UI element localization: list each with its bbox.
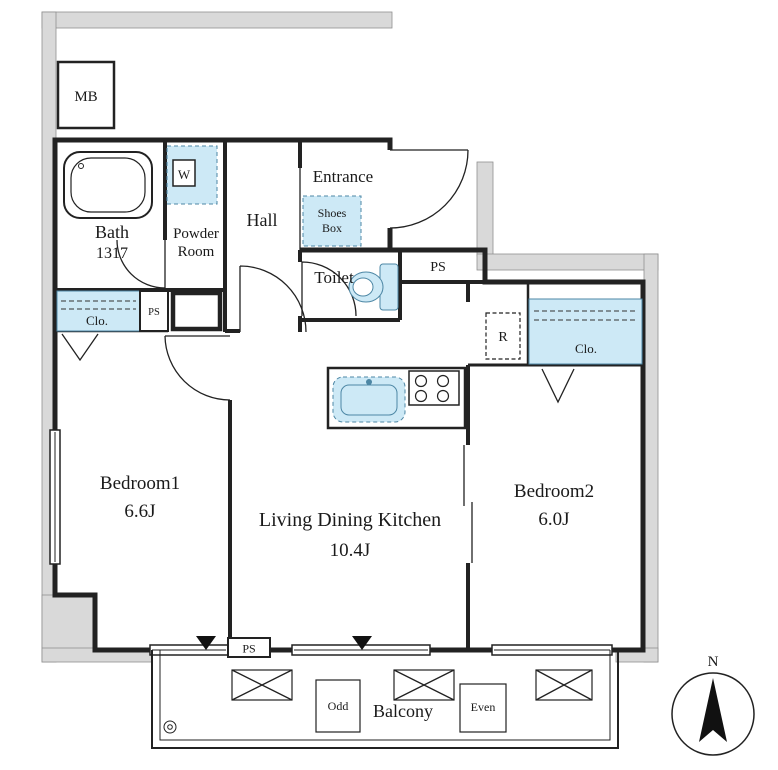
toilet-label: Toilet (314, 268, 354, 287)
balcony-label: Balcony (373, 701, 433, 721)
burner-1 (414, 374, 428, 388)
ac-box-2-cross (393, 669, 455, 701)
odd-floor-box: Odd (315, 679, 361, 733)
odd-box-outline (315, 679, 361, 733)
bedroom1-size-label: 6.6J (124, 501, 155, 522)
marker-triangle-right (352, 636, 372, 650)
faucet-icon (366, 379, 372, 385)
odd-box-label: Odd (328, 699, 349, 713)
balcony: Odd Even Balcony (151, 650, 619, 749)
stove-icon (408, 370, 460, 406)
bedroom1-door-swing (164, 335, 231, 401)
even-box-label: Even (471, 700, 496, 714)
balcony-railing-inner (159, 650, 611, 741)
closet-left-label: Clo. (86, 313, 108, 328)
doors (61, 149, 575, 563)
bedroom1-label: Bedroom1 (100, 473, 180, 494)
interior-walls (55, 140, 643, 650)
bathtub-icon (63, 151, 153, 219)
compass-needle-icon (699, 678, 727, 742)
ac-box-1-cross (231, 669, 293, 701)
washer-icon: W (166, 145, 218, 205)
entrance-door-opening (386, 150, 395, 228)
meter-box: MB (56, 60, 116, 130)
toilet-icon (348, 263, 399, 311)
pipe-space-bottom: PS (227, 637, 271, 658)
ldk-label: Living Dining Kitchen (259, 509, 441, 531)
ps-bottom-label: PS (242, 642, 255, 656)
powder-room-label-line2: Room (178, 244, 215, 260)
closet-right-outline (528, 298, 643, 365)
burner-4 (436, 389, 450, 403)
shoes-box-label-line1: Shoes (318, 206, 347, 220)
balcony-drain (163, 720, 177, 734)
closet-left-outline (56, 290, 141, 332)
closet-left-rail (61, 300, 136, 310)
compass: N (671, 654, 755, 756)
compass-north-label: N (708, 654, 719, 670)
windows (49, 429, 613, 656)
closet1-door-mark (61, 333, 99, 362)
meter-box-label: MB (74, 89, 97, 105)
ps-side-label: PS (148, 307, 160, 318)
kitchen-counter (326, 366, 467, 430)
duct-shaft (170, 290, 223, 332)
bath-label: Bath (95, 222, 129, 242)
exterior-band-right (643, 253, 659, 663)
bath-size-label: 1317 (96, 245, 128, 262)
sink-icon (332, 376, 406, 423)
closet-right-label: Clo. (575, 341, 597, 356)
washer-box (172, 159, 196, 187)
refrigerator-label: R (498, 330, 508, 345)
bathtub-outer (63, 151, 153, 219)
ac-unit-box-3 (535, 669, 593, 701)
closet2-door-mark (541, 368, 575, 404)
washer-label: W (178, 167, 191, 182)
shoes-box-outline (302, 195, 362, 247)
closet-right: Clo. (528, 298, 643, 365)
shoes-box: Shoes Box (302, 195, 362, 247)
exterior-band (41, 11, 659, 663)
exterior-band-topright-horizontal (476, 253, 659, 271)
ldk-size-label: 10.4J (330, 540, 371, 561)
entrance-label: Entrance (313, 167, 373, 186)
balcony-railing-outer (151, 650, 619, 749)
entrance-door-swing (389, 149, 469, 229)
burner-3 (414, 389, 428, 403)
shoes-box-label-line2: Box (322, 221, 342, 235)
room-labels: Bath 1317 Powder Room Hall Entrance Toil… (95, 167, 594, 561)
refrigerator-space: R (485, 312, 521, 360)
ac-box-3-cross (535, 669, 593, 701)
bath-door-swing (116, 239, 166, 289)
even-floor-box: Even (459, 683, 507, 733)
hall-label: Hall (247, 210, 278, 230)
hall-door-swing (239, 265, 307, 333)
pipe-space-side: PS (139, 290, 169, 332)
bathtub-inner (70, 157, 146, 213)
exterior-band-topright-vertical (476, 161, 494, 257)
closet-right-rail (534, 310, 637, 321)
meter-box-outline (56, 60, 116, 130)
ps-side-outline (139, 290, 169, 332)
ps-top-label: PS (430, 260, 446, 275)
refrigerator-outline (485, 312, 521, 360)
bedroom2-size-label: 6.0J (538, 509, 569, 530)
burner-2 (436, 374, 450, 388)
ps-bottom-outline (227, 637, 271, 658)
closet-left: Clo. (56, 290, 141, 332)
toilet-bowl-inner (352, 277, 374, 297)
bedroom2-sliding-door (463, 445, 473, 563)
powder-room-label-line1: Powder (173, 226, 219, 242)
bathtub-drain (78, 163, 84, 169)
balcony-drain-inner (167, 724, 173, 730)
ac-unit-box-1 (231, 669, 293, 701)
even-box-outline (459, 683, 507, 733)
ac-unit-box-2 (393, 669, 455, 701)
exterior-band-top (41, 11, 393, 29)
marker-triangle-left (196, 636, 216, 650)
bedroom2-label: Bedroom2 (514, 481, 594, 502)
